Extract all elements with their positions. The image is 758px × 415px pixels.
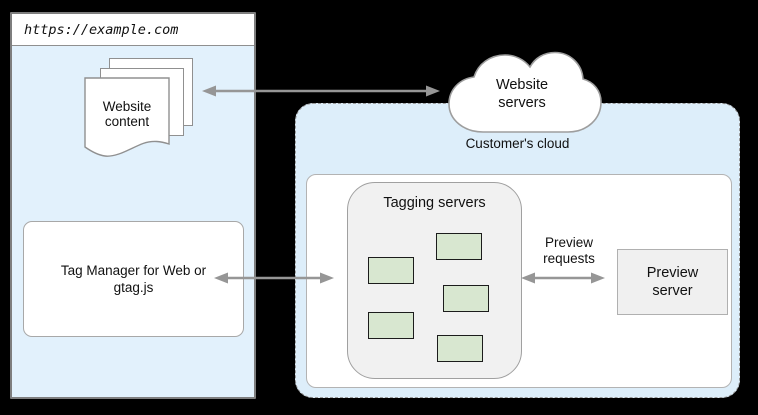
arrow-browser-website-servers	[202, 85, 440, 97]
tagging-server-box	[437, 335, 483, 362]
tagging-servers-group: Tagging servers	[347, 182, 522, 379]
tagging-server-box	[368, 257, 414, 284]
website-content-documents-icon: Website content	[84, 58, 196, 180]
tagging-server-box	[368, 312, 414, 339]
tag-manager-label: Tag Manager for Web or gtag.js	[60, 263, 207, 295]
arrow-tagging-servers-preview-server	[521, 272, 605, 284]
preview-server-box: Preview server	[617, 249, 728, 315]
customer-cloud-container: Customer's cloud Tagging servers Preview…	[295, 103, 740, 398]
browser-window: https://example.com Website content Tag …	[10, 12, 256, 399]
tagging-server-box	[443, 285, 489, 312]
website-servers-label: Website servers	[495, 77, 549, 111]
cloud-icon	[448, 51, 602, 133]
document-page-front: Website content	[84, 77, 170, 161]
browser-url-bar: https://example.com	[12, 14, 254, 46]
website-content-label: Website content	[102, 99, 152, 129]
website-servers-cloud: Website servers	[441, 46, 603, 138]
browser-url-text: https://example.com	[24, 21, 179, 38]
tag-manager-box: Tag Manager for Web or gtag.js	[23, 221, 244, 337]
tagging-server-box	[436, 233, 482, 260]
preview-server-label: Preview server	[646, 265, 699, 299]
cloud-inner-panel: Tagging servers Preview requests Preview…	[306, 174, 732, 388]
customer-cloud-label: Customer's cloud	[465, 136, 570, 151]
arrow-tag-manager-tagging-servers	[214, 272, 334, 284]
tagging-servers-label: Tagging servers	[383, 195, 486, 211]
preview-requests-label: Preview requests	[543, 235, 595, 266]
